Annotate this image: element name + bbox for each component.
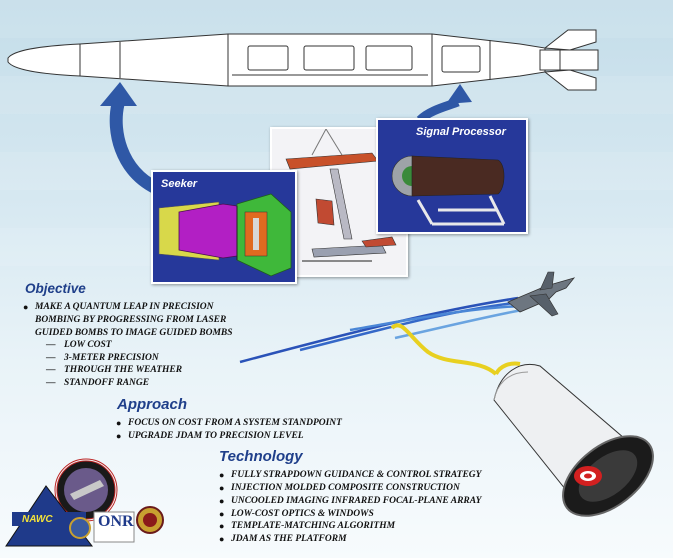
- guidance-beams: [239, 296, 523, 364]
- technology-item: TEMPLATE-MATCHING ALGORITHM: [219, 521, 395, 531]
- bomb-body-illustration: [7, 29, 599, 91]
- seeker-panel-title: Seeker: [161, 178, 198, 190]
- technology-item: LOW-COST OPTICS & WINDOWS: [219, 509, 374, 519]
- objective-heading: Objective: [25, 281, 86, 296]
- logos-cluster: [5, 458, 164, 547]
- yellow-seeker-beam: [390, 323, 498, 376]
- seeker-cutaway-illustration: [158, 193, 292, 277]
- signal-processor-panel: Signal Processor: [376, 118, 528, 234]
- onr-logo: [93, 511, 135, 543]
- objective-line: MAKE A QUANTUM LEAP IN PRECISION: [23, 302, 213, 312]
- technology-item: FULLY STRAPDOWN GUIDANCE & CONTROL STRAT…: [219, 470, 481, 480]
- signal-processor-panel-title: Signal Processor: [416, 126, 506, 138]
- onr-logo-text: ONR: [98, 513, 134, 530]
- approach-heading: Approach: [117, 396, 188, 413]
- background-band: [0, 0, 673, 38]
- seeker-panel: Seeker: [151, 170, 297, 284]
- objective-line: BOMBING BY PROGRESSING FROM LASER: [35, 315, 227, 325]
- technology-item: INJECTION MOLDED COMPOSITE CONSTRUCTION: [219, 483, 460, 493]
- bomb-nose-closeup-illustration: [493, 361, 654, 517]
- signal-processor-illustration: [391, 155, 506, 226]
- program-patch-logo: [54, 458, 118, 522]
- usmc-seal-logo: [136, 506, 164, 534]
- objective-sub-item: STANDOFF RANGE: [46, 378, 149, 388]
- objective-line: GUIDED BOMBS TO IMAGE GUIDED BOMBS: [35, 328, 233, 338]
- objective-sub-item: THROUGH THE WEATHER: [46, 365, 182, 375]
- jet-aircraft-illustration: [507, 271, 576, 317]
- approach-item: FOCUS ON COST FROM A SYSTEM STANDPOINT: [116, 418, 342, 428]
- approach-item: UPGRADE JDAM TO PRECISION LEVEL: [116, 431, 304, 441]
- objective-sub-item: LOW COST: [46, 340, 111, 350]
- technology-heading: Technology: [219, 448, 303, 465]
- arrow-seeker-to-nose: [100, 82, 160, 194]
- technology-item: JDAM AS THE PLATFORM: [219, 534, 346, 544]
- technology-item: UNCOOLED IMAGING INFRARED FOCAL-PLANE AR…: [219, 496, 481, 506]
- objective-sub-item: 3-METER PRECISION: [46, 353, 159, 363]
- bomb-assembly-illustration: [285, 129, 397, 262]
- arrow-processor-to-body: [416, 84, 472, 124]
- nawc-logo-text: NAWC: [22, 514, 53, 525]
- navy-seal-logo: [69, 517, 91, 539]
